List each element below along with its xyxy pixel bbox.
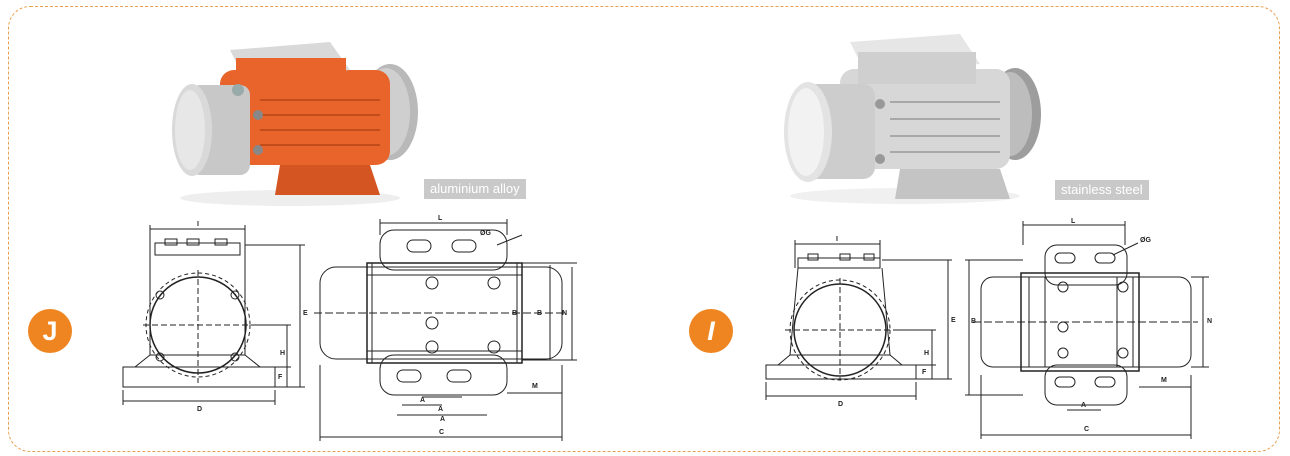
dim-label-h: H xyxy=(280,350,285,357)
dim-label-b1: B xyxy=(971,318,976,325)
dim-label-i: I xyxy=(197,221,199,228)
material-label: stainless steel xyxy=(1055,180,1149,200)
material-label: aluminium alloy xyxy=(424,179,526,199)
dim-label-a1: A xyxy=(420,397,425,404)
dim-label-e: E xyxy=(951,317,956,324)
side-view-drawing: I E H F D xyxy=(765,236,956,408)
dim-label-d: D xyxy=(838,401,843,408)
dim-label-a1: A xyxy=(1081,402,1086,409)
top-view-drawing: L ØG B N M A C xyxy=(965,218,1212,439)
dim-label-n: N xyxy=(562,310,567,317)
motor-photo-aluminium xyxy=(172,42,418,206)
side-view-drawing: I E H F D xyxy=(122,221,308,413)
dim-label-b2: B xyxy=(537,310,542,317)
dim-label-m: M xyxy=(532,383,538,390)
product-panel-aluminium: aluminium alloy J I E H F D xyxy=(28,42,577,441)
dim-label-l: L xyxy=(438,215,443,222)
dim-label-c: C xyxy=(1084,426,1089,433)
dim-label-n: N xyxy=(1207,318,1212,325)
dim-label-f: F xyxy=(278,374,283,381)
dim-label-h: H xyxy=(924,350,929,357)
dim-label-f: F xyxy=(922,369,927,376)
product-panel-stainless: stainless steel I I E H F D xyxy=(645,0,1290,456)
dim-label-c: C xyxy=(439,429,444,436)
dim-label-i: I xyxy=(836,236,838,243)
dim-label-l: L xyxy=(1071,218,1076,225)
dashed-frame xyxy=(8,6,1280,452)
dim-label-m: M xyxy=(1161,377,1167,384)
product-letter-badge: I xyxy=(689,309,733,353)
dim-label-e: E xyxy=(303,310,308,317)
product-letter-badge: J xyxy=(28,309,72,353)
dim-label-g: ØG xyxy=(480,230,491,237)
dim-label-g: ØG xyxy=(1140,237,1151,244)
dim-label-b1: B xyxy=(512,310,517,317)
dim-label-a3: A xyxy=(440,416,445,423)
motor-photo-stainless xyxy=(784,34,1041,204)
dim-label-d: D xyxy=(197,406,202,413)
dim-label-a2: A xyxy=(438,406,443,413)
top-view-drawing: L ØG B B N M A A A C xyxy=(314,215,577,441)
